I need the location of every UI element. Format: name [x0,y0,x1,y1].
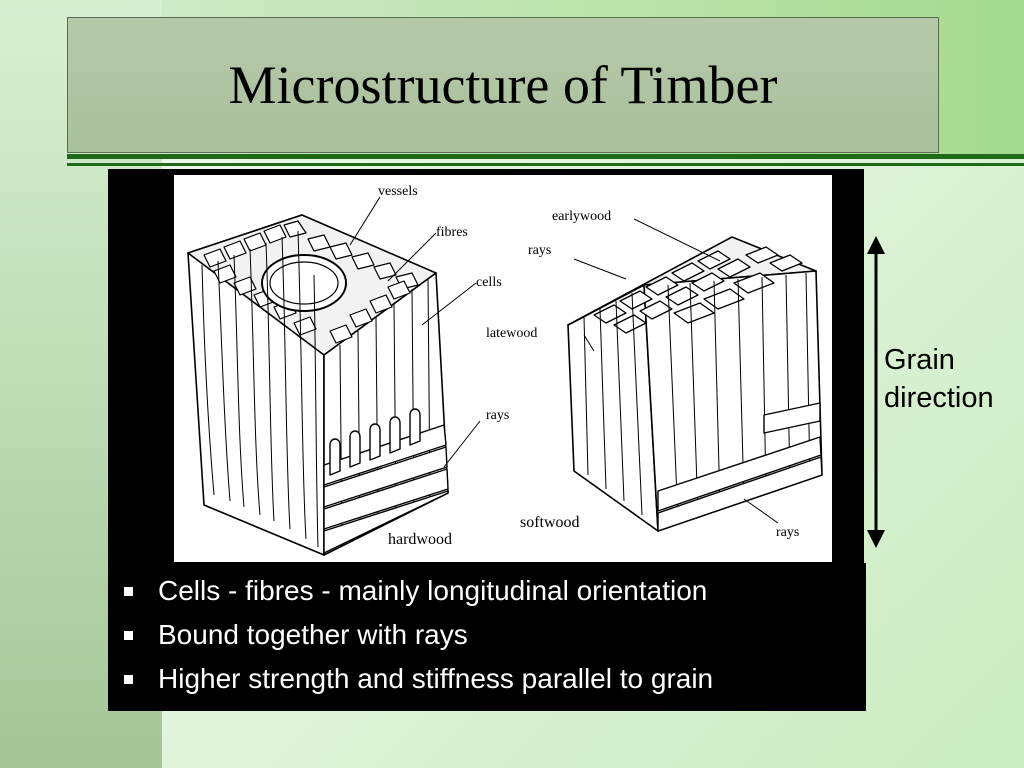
title-rule-thick [67,154,1024,159]
timber-diagram: vessels fibres cells rays hardwood early… [174,175,832,562]
label-vessels: vessels [378,184,418,199]
title-rule-thin [67,163,1024,166]
bullet-list: Cells - fibres - mainly longitudinal ori… [120,569,866,701]
bullet-item: Cells - fibres - mainly longitudinal ori… [120,569,866,613]
hardwood-block [187,214,449,556]
label-latewood: latewood [486,326,537,341]
bullet-text: Higher strength and stiffness parallel t… [158,663,714,694]
bullet-square-icon [124,587,133,596]
label-fibres: fibres [436,225,468,240]
label-rays-hardwood: rays [486,408,509,423]
bullet-square-icon [124,675,133,684]
title-box: Microstructure of Timber [67,17,939,153]
grain-label-line1: Grain [884,344,955,376]
leader-lines [349,196,779,524]
grain-label-line2: direction [884,382,994,414]
bullet-text: Cells - fibres - mainly longitudinal ori… [158,575,708,606]
label-cells: cells [476,275,502,290]
bullet-item: Higher strength and stiffness parallel t… [120,657,866,701]
label-rays-softwood-bottom: rays [776,525,799,540]
softwood-block [567,236,823,532]
label-hardwood: hardwood [388,531,452,548]
grain-direction-label: Grain direction [884,341,994,417]
bullet-square-icon [124,631,133,640]
label-earlywood: earlywood [552,209,611,224]
slide-title: Microstructure of Timber [228,55,778,115]
label-rays-softwood-top: rays [528,243,551,258]
label-softwood: softwood [520,514,580,531]
bullet-item: Bound together with rays [120,613,866,657]
grain-direction-arrow-icon [867,236,885,548]
timber-diagram-svg: vessels fibres cells rays hardwood early… [187,184,823,556]
bullet-box: Cells - fibres - mainly longitudinal ori… [108,563,866,711]
bullet-text: Bound together with rays [158,619,468,650]
